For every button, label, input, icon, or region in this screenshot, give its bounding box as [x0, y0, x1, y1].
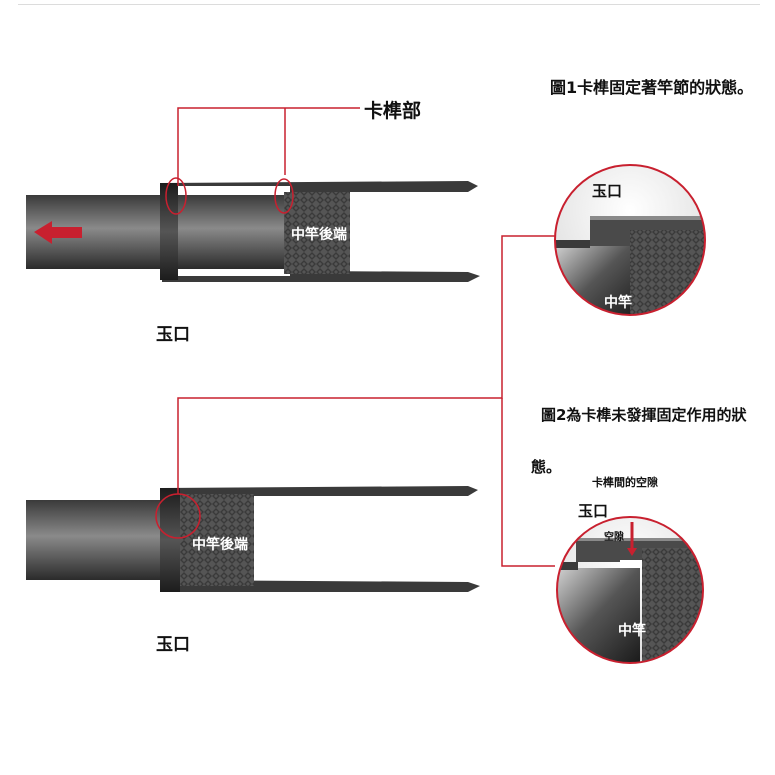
zoom2-gap-label: 空隙: [604, 532, 624, 543]
rod-body-2: [26, 500, 186, 580]
fig1-caption: 圖1卡榫固定著竿節的狀態。: [550, 78, 754, 97]
zoom1-mid-label: 中竿: [604, 295, 632, 311]
card-bar-highlight-2: [274, 178, 294, 214]
card-bar-highlight-1: [165, 177, 187, 215]
mid-rod-end-1: [284, 192, 350, 274]
fig2-caption-line2: 態。: [531, 458, 562, 476]
mid-rod-end-label-1: 中竿後端: [291, 227, 347, 243]
jade-mouth-collar-2: [160, 488, 180, 592]
gap-slot-1-top: [178, 186, 290, 192]
jade-mouth-label-1: 玉口: [156, 325, 190, 345]
zoom-circle-2: [556, 516, 704, 664]
zoom2-gap-note: 卡榫間的空隙: [592, 476, 658, 489]
outer-tube-2: [162, 486, 478, 496]
gap-slot-1-bottom: [178, 270, 290, 276]
direction-arrow-icon: [34, 221, 82, 244]
fig2-caption-line1: 圖2為卡榫未發揮固定作用的狀: [541, 406, 747, 424]
mid-rod-end-2: [180, 494, 254, 586]
jade-mouth-label-2: 玉口: [156, 635, 190, 655]
connector-line-2: [501, 398, 555, 567]
card-bar-pointer: [177, 107, 360, 186]
mid-rod-end-label-2: 中竿後端: [192, 537, 248, 553]
zoom2-mid-label: 中竿: [618, 623, 646, 639]
card-bar-label: 卡榫部: [364, 100, 422, 122]
rod-assembly-1: [26, 107, 480, 282]
rod-assembly-2: [26, 486, 480, 592]
zoom1-jade-label: 玉口: [592, 182, 623, 200]
jade-mouth-collar-1: [160, 183, 178, 280]
zoom2-jade-label: 玉口: [578, 502, 609, 520]
divider-line: [18, 4, 760, 5]
